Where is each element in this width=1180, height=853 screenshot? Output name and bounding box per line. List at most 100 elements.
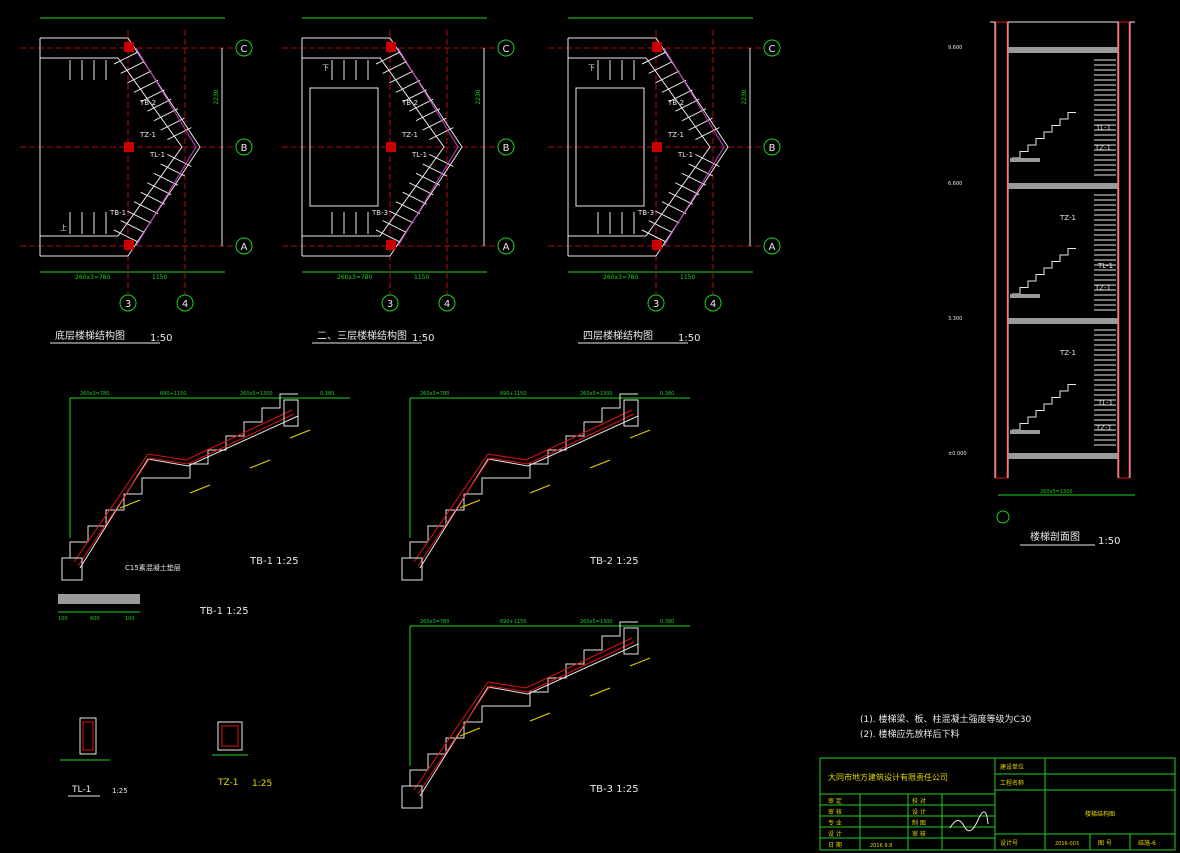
section-label: TZ-1 — [1095, 424, 1112, 432]
tread — [668, 89, 693, 103]
stair-note: C15素混凝土垫层 — [125, 563, 181, 572]
column-tz1 — [386, 142, 396, 152]
column-tz1 — [124, 142, 134, 152]
dim-right-label: 2230 — [741, 89, 748, 104]
plan-label-tz1: TZ-1 — [401, 131, 418, 139]
dim-text: 690+1150 — [500, 619, 526, 625]
dim-text: 260x3=780 — [80, 391, 109, 397]
section-left-column — [995, 21, 1008, 479]
flight-line — [135, 47, 197, 247]
titleblock-project-name: 工程名称 — [1000, 779, 1024, 787]
tz1-rebar — [221, 725, 239, 747]
dim-text: 260x3=780 — [420, 619, 449, 625]
axis-label-3: 3 — [125, 299, 131, 310]
tl1-section — [79, 717, 97, 755]
rebar-tag — [189, 484, 211, 494]
dim-text: 260x3=780 — [420, 391, 449, 397]
tread — [675, 98, 700, 112]
tread — [422, 163, 447, 177]
dim-mid-label: 1150 — [414, 274, 429, 281]
wall-outer — [40, 37, 201, 257]
tread — [409, 98, 434, 112]
rebar — [77, 413, 295, 567]
tread — [688, 163, 713, 177]
axis-bubble-B — [235, 138, 253, 156]
tread — [113, 51, 139, 65]
plan-label-updown: 下 — [588, 64, 595, 72]
axis-label-C: C — [503, 44, 510, 55]
beam-start — [401, 557, 423, 581]
beam-end — [623, 627, 639, 655]
plan-label-tl1: TL-1 — [677, 151, 693, 159]
plan-label-updown: 下 — [322, 64, 329, 72]
column-tz1 — [652, 142, 662, 152]
tread — [120, 60, 145, 74]
section-flight — [1012, 384, 1076, 431]
rebar — [417, 641, 635, 795]
tread — [661, 201, 687, 215]
section-landing — [1010, 294, 1040, 298]
stair-profile — [409, 621, 638, 786]
tread — [120, 220, 145, 234]
rebar — [413, 409, 633, 563]
tread — [140, 191, 165, 205]
column-tz1 — [386, 42, 396, 52]
axis-label-B: B — [503, 143, 510, 154]
tread — [688, 117, 713, 131]
axis-label-B: B — [241, 143, 248, 154]
rebar-tag — [459, 727, 481, 737]
beam-start — [61, 557, 83, 581]
titleblock-design-no-label: 设计号 — [1000, 839, 1018, 847]
axis-bubble-B — [497, 138, 515, 156]
stair-underside — [419, 415, 639, 569]
floor-slab — [1008, 318, 1118, 324]
titleblock-frame — [819, 757, 1176, 851]
tread — [395, 79, 421, 93]
plan-label-tb: TB-3 — [371, 209, 388, 217]
plan-label-tb2: TB-2 — [401, 99, 418, 107]
plan-title: 二、三层楼梯结构图 — [317, 329, 407, 342]
tread — [648, 220, 673, 234]
dim-text: 0.380 — [320, 391, 334, 397]
dim-mid-label: 1150 — [680, 274, 695, 281]
plan-label-tl1: TL-1 — [149, 151, 165, 159]
section-label: TZ-1 — [1094, 144, 1111, 152]
beam-end — [623, 399, 639, 427]
dim-text: 690+1150 — [160, 391, 186, 397]
axis-bubble-C — [763, 39, 781, 57]
titleblock-drawing-name: 楼梯结构图 — [1085, 810, 1115, 818]
axis-bubble-4 — [704, 294, 722, 312]
tread — [127, 70, 152, 84]
tread — [675, 182, 700, 196]
titleblock-col-label: 制 图 — [912, 819, 926, 827]
axis-label-C: C — [241, 44, 248, 55]
level-label: 9.600 — [948, 45, 962, 51]
plan-label-tb2: TB-2 — [139, 99, 156, 107]
rebar-tag — [119, 499, 141, 509]
tread — [147, 182, 172, 196]
stair-underside — [419, 643, 639, 797]
section-landing — [1010, 430, 1040, 434]
rebar-tag — [289, 429, 311, 439]
wall-inner — [40, 57, 183, 237]
tread — [167, 127, 192, 141]
titleblock-design-no: 2016-003 — [1055, 841, 1079, 847]
column-tz1 — [652, 42, 662, 52]
dim-text: 0.380 — [660, 391, 674, 397]
axis-bubble-4 — [438, 294, 456, 312]
titleblock-row-label: 设 计 — [828, 830, 842, 838]
rebar-tag — [249, 459, 271, 469]
tread — [375, 51, 401, 65]
tz1-section — [217, 721, 243, 751]
tread — [402, 89, 427, 103]
section-label: TZ-1 — [1059, 349, 1076, 357]
axis-label-C: C — [769, 44, 776, 55]
wall-inner — [302, 57, 445, 237]
tread — [661, 79, 687, 93]
floor-slab — [1008, 183, 1118, 189]
